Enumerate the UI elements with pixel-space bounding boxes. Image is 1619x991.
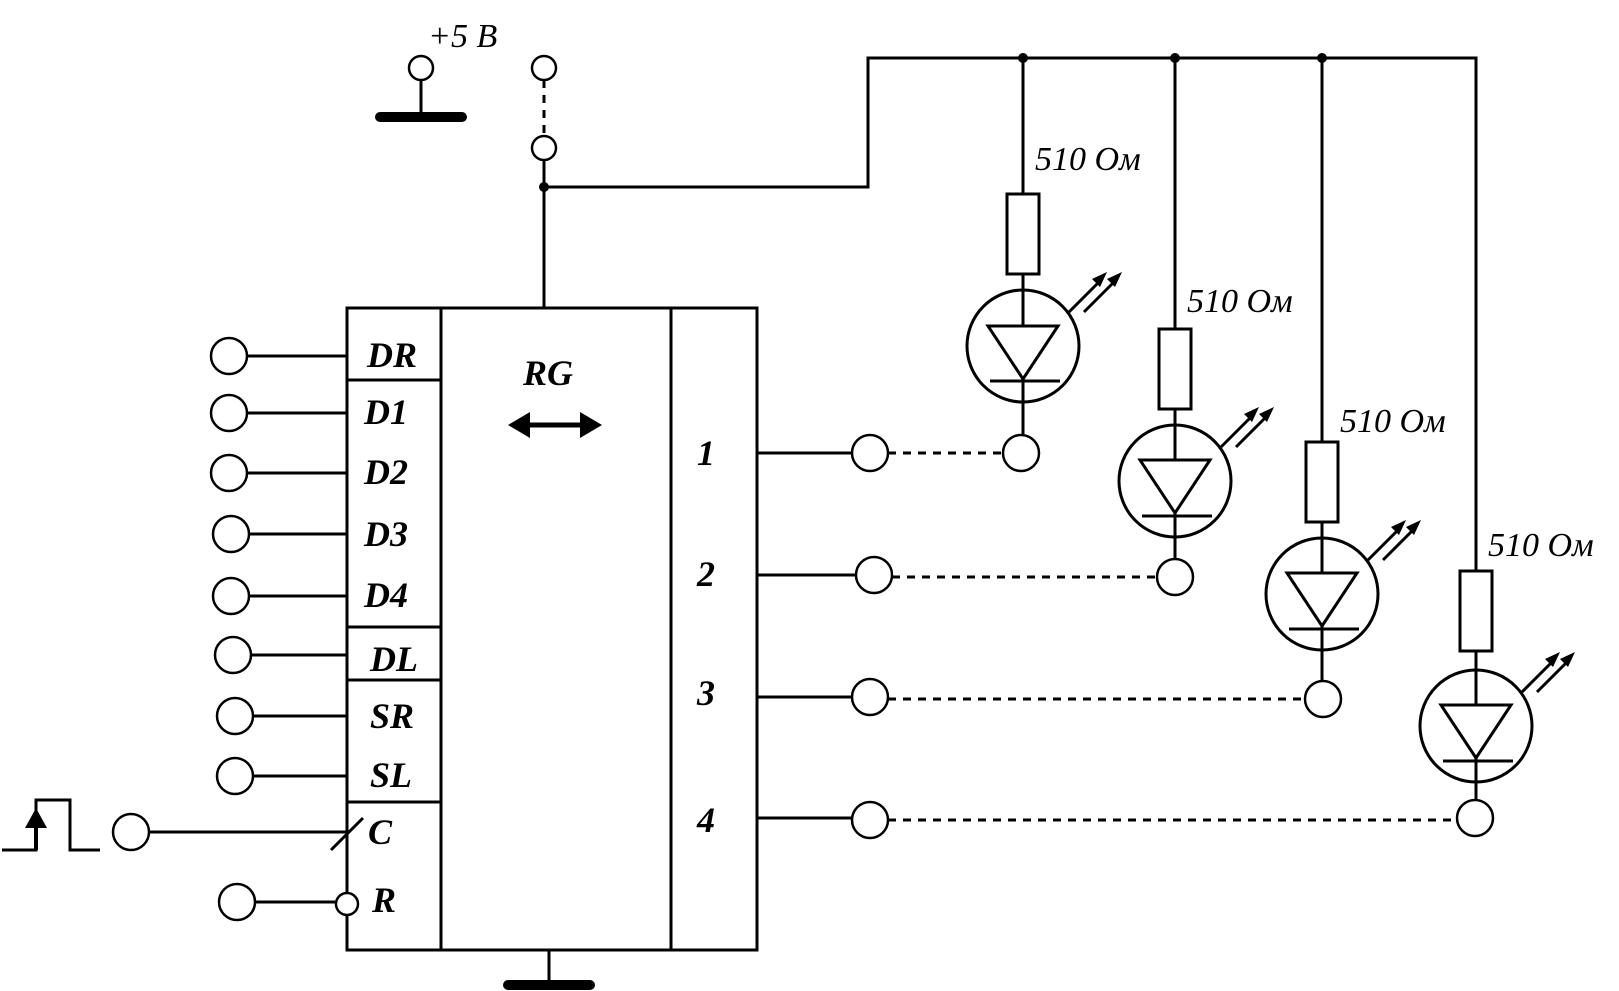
input-terminal-d2	[209, 453, 249, 493]
input-terminal-dl	[213, 635, 253, 675]
output-label-4: 4	[696, 800, 715, 840]
output-terminal-3	[850, 677, 890, 717]
input-label-sr: SR	[370, 696, 414, 736]
light-arrows-icon-2	[1219, 407, 1274, 449]
resistor-4	[1458, 569, 1494, 653]
input-label-d2: D2	[363, 452, 408, 492]
output-terminal-1	[850, 433, 890, 473]
input-terminal-d3	[211, 514, 251, 554]
led-terminal-2	[1155, 557, 1195, 597]
resistor-3	[1304, 440, 1340, 524]
input-label-sl: SL	[370, 755, 412, 795]
resistor-2	[1157, 327, 1193, 411]
bidirectional-arrow-icon	[508, 412, 602, 438]
clock-pulse-icon	[2, 798, 100, 852]
light-arrows-icon-4	[1520, 652, 1575, 694]
output-label-2: 2	[696, 554, 715, 594]
resistor-label-4: 510 Ом	[1488, 527, 1594, 564]
input-terminal-r	[217, 882, 257, 922]
led-branch-3: 510 Ом	[1264, 58, 1446, 681]
input-label-d1: D1	[363, 392, 408, 432]
input-terminal-d4	[211, 576, 251, 616]
chip-title: RG	[522, 353, 573, 393]
output-terminal-2	[854, 555, 894, 595]
resistor-label-3: 510 Ом	[1340, 403, 1446, 440]
supply-bus	[544, 56, 1478, 820]
input-label-r: R	[371, 880, 396, 920]
diode-icon-4	[1438, 703, 1514, 761]
led-branch-1: 510 Ом	[965, 58, 1141, 435]
jumper-terminal-top	[530, 54, 558, 82]
power-label: +5 В	[428, 18, 497, 55]
led-branch-2: 510 Ом	[1117, 58, 1293, 559]
diode-icon-3	[1284, 571, 1360, 629]
led-terminal-3	[1303, 679, 1343, 719]
diode-icon-2	[1137, 458, 1213, 516]
led-terminal-1	[1001, 433, 1041, 473]
led-terminal-4	[1455, 798, 1495, 838]
output-terminal-4	[850, 800, 890, 840]
input-label-c: C	[368, 812, 393, 852]
output-label-3: 3	[696, 673, 715, 713]
resistor-1	[1005, 192, 1041, 276]
reset-inversion-bubble	[334, 891, 360, 917]
input-label-dl: DL	[369, 639, 418, 679]
input-terminal-d1	[209, 393, 249, 433]
light-arrows-icon-1	[1067, 272, 1122, 314]
diode-icon-1	[985, 324, 1061, 382]
output-connections	[757, 433, 1495, 840]
input-label-dr: DR	[366, 335, 417, 375]
input-terminals	[111, 336, 365, 922]
clock-edge-mark	[329, 816, 365, 852]
resistor-label-1: 510 Ом	[1035, 141, 1141, 178]
input-terminal-dr	[209, 336, 249, 376]
resistor-label-2: 510 Ом	[1187, 283, 1293, 320]
jumper-terminal-bottom	[530, 134, 558, 162]
light-arrows-icon-3	[1366, 520, 1421, 562]
input-terminal-sr	[215, 696, 255, 736]
input-label-d4: D4	[363, 575, 408, 615]
input-label-d3: D3	[363, 514, 408, 554]
register-chip	[345, 306, 759, 952]
output-label-1: 1	[697, 433, 715, 473]
input-terminal-sl	[215, 756, 255, 796]
input-terminal-c	[111, 812, 151, 852]
led-branch-4: 510 Ом	[1418, 527, 1594, 800]
power-terminal	[407, 54, 435, 82]
